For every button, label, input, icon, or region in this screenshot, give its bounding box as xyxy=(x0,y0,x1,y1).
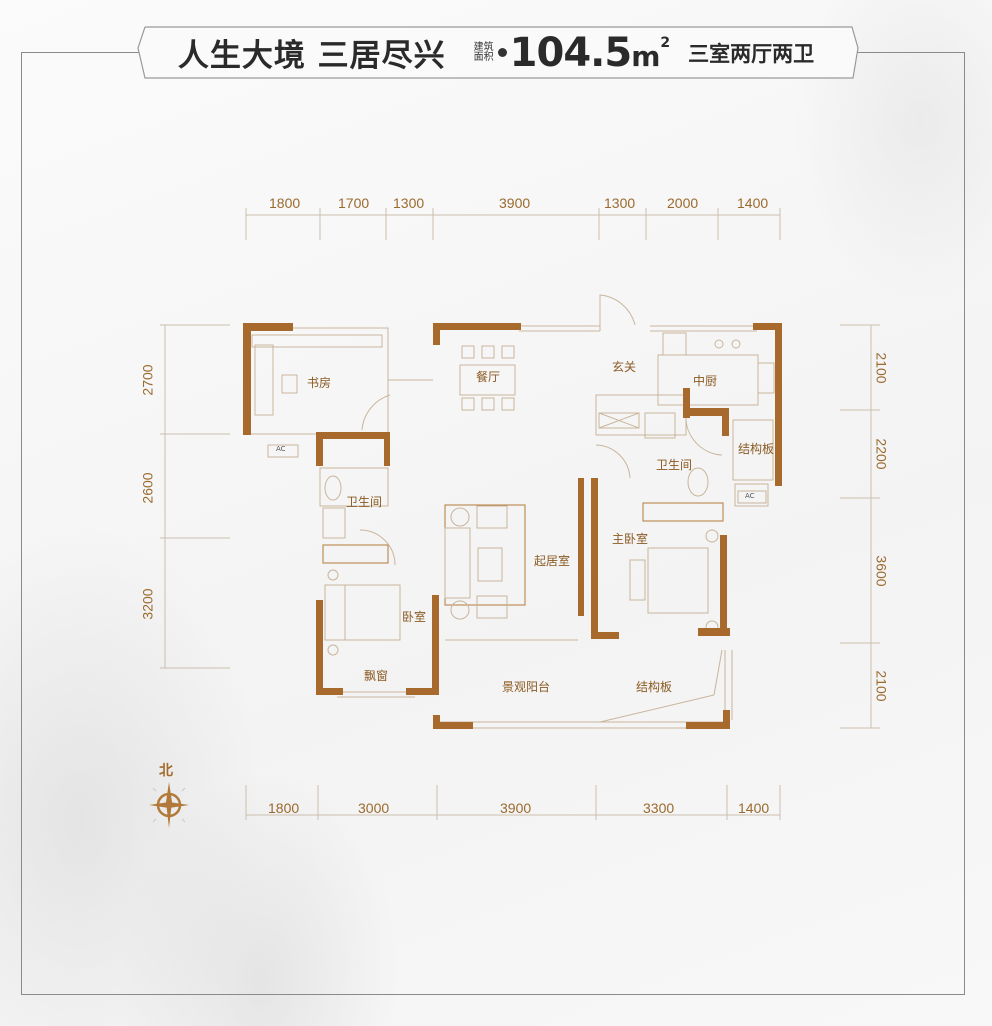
room-balcony: 景观阳台 xyxy=(502,680,551,694)
dim-bottom-2: 3000 xyxy=(358,800,390,816)
room-master-bedroom: 主卧室 xyxy=(612,532,649,546)
room-living: 起居室 xyxy=(534,554,571,568)
dim-left-1: 2700 xyxy=(139,364,156,396)
ac-label-2: AC xyxy=(745,492,755,500)
dim-top-1: 1800 xyxy=(269,195,301,211)
room-structural-plate-upper: 结构板 xyxy=(738,442,775,456)
dim-top-6: 2000 xyxy=(667,195,699,211)
room-bedroom: 卧室 xyxy=(402,610,427,624)
area-value: 104.5 xyxy=(509,29,633,76)
north-label: 北 xyxy=(159,763,173,779)
area-label-line2: 面积 xyxy=(473,51,494,63)
bullet-icon xyxy=(497,48,507,57)
ac-units xyxy=(267,444,767,504)
dim-top-5: 1300 xyxy=(604,195,636,211)
dim-right-2: 2200 xyxy=(873,438,890,470)
dim-left-3: 3200 xyxy=(139,588,156,620)
dim-bottom-3: 3900 xyxy=(500,800,532,816)
dim-bottom-1: 1800 xyxy=(268,800,300,816)
room-foyer: 玄关 xyxy=(612,360,637,374)
dim-bottom-4: 3300 xyxy=(643,800,675,816)
compass-rose-icon xyxy=(149,782,189,828)
dim-top-2: 1700 xyxy=(338,195,370,211)
dim-top-4: 3900 xyxy=(499,195,531,211)
room-bay-window: 飘窗 xyxy=(364,669,389,683)
ac-label-1: AC xyxy=(276,445,286,453)
compass: 北 xyxy=(145,760,195,830)
dimension-lines xyxy=(160,208,880,820)
dim-top-7: 1400 xyxy=(737,195,769,211)
layout-label: 三室两厅两卫 xyxy=(688,41,815,66)
dim-right-1: 2100 xyxy=(873,352,890,384)
thin-walls xyxy=(247,294,775,729)
room-structural-plate-lower: 结构板 xyxy=(636,680,673,694)
dim-right-4: 2100 xyxy=(873,670,890,702)
title-banner: 人生大境 三居尽兴 建筑 面积 104.5 m 2 三室两厅两卫 xyxy=(138,27,854,78)
slogan: 人生大境 三居尽兴 xyxy=(177,38,446,74)
area-label-line1: 建筑 xyxy=(473,41,494,53)
dim-top-3: 1300 xyxy=(393,195,425,211)
area-label: 建筑 面积 xyxy=(473,41,494,63)
structural-walls xyxy=(243,323,782,729)
room-master-bath: 卫生间 xyxy=(656,458,693,472)
room-secondary-bath: 卫生间 xyxy=(346,495,383,509)
dim-left-2: 2600 xyxy=(139,472,156,504)
room-study: 书房 xyxy=(307,376,332,390)
dim-right-3: 3600 xyxy=(873,555,890,587)
room-kitchen: 中厨 xyxy=(693,374,718,388)
area-unit: m xyxy=(631,40,661,73)
area-unit-sup: 2 xyxy=(660,34,671,51)
dim-bottom-5: 1400 xyxy=(738,800,770,816)
room-dining: 餐厅 xyxy=(476,370,501,384)
